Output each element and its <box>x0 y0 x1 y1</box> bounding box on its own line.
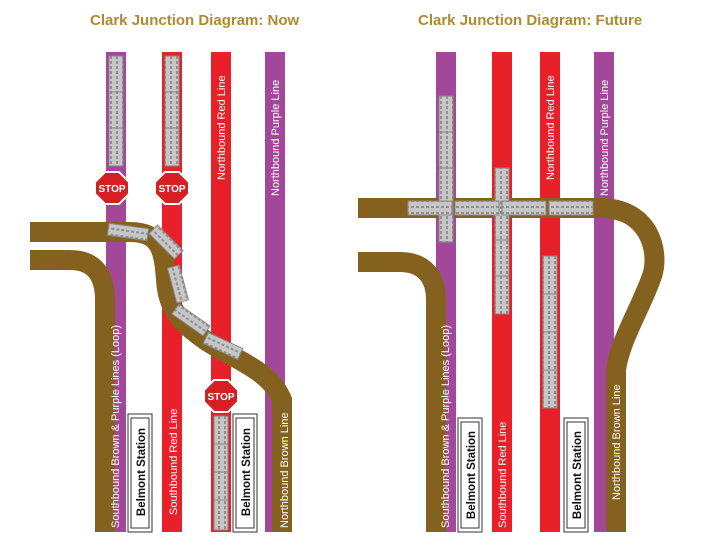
future-red-line-sb-lower <box>492 320 512 532</box>
now-junction-train <box>106 222 244 361</box>
now-brown-loop-track <box>30 250 115 532</box>
svg-text:Belmont Station: Belmont Station <box>241 428 253 516</box>
future-station-right: Belmont Station <box>563 417 589 533</box>
future-brown-flyover-track <box>358 198 665 532</box>
svg-text:STOP: STOP <box>207 392 234 403</box>
future-station-left: Belmont Station <box>457 417 483 533</box>
title-future: Clark Junction Diagram: Future <box>418 12 643 29</box>
svg-text:Belmont Station: Belmont Station <box>466 431 478 519</box>
diagram-future: Belmont Station Belmont Station Northbou… <box>358 52 665 533</box>
future-train-purple <box>438 95 454 243</box>
svg-text:Belmont Station: Belmont Station <box>572 431 584 519</box>
now-label-nb-brown: Northbound Brown Line <box>279 412 291 528</box>
future-label-nb-brown: Northbound Brown Line <box>611 384 623 500</box>
future-label-sb-brown-purple: Southbound Brown & Purple Lines (Loop) <box>440 325 452 528</box>
svg-text:Belmont Station: Belmont Station <box>136 428 148 516</box>
now-stop-sign-red-nb: STOP <box>203 379 239 413</box>
diagram-now: STOP STOP STOP Belmont Station Belmont S… <box>30 52 292 533</box>
now-label-nb-purple: Northbound Purple Line <box>270 80 282 196</box>
now-station-left: Belmont Station <box>127 413 153 533</box>
future-brown-loop-track <box>358 252 446 532</box>
now-train-red-sb <box>164 55 180 167</box>
now-stop-sign-purple: STOP <box>94 171 130 205</box>
now-stop-sign-red: STOP <box>154 171 190 205</box>
svg-text:STOP: STOP <box>158 184 185 195</box>
now-train-purple <box>108 55 124 167</box>
now-station-right: Belmont Station <box>232 413 258 533</box>
future-train-red-sb <box>494 167 510 315</box>
future-label-sb-red: Southbound Red Line <box>497 422 509 528</box>
future-flyover-train <box>407 200 594 216</box>
now-label-sb-brown-purple: Southbound Brown & Purple Lines (Loop) <box>110 325 122 528</box>
now-label-nb-red: Northbound Red Line <box>216 75 228 180</box>
title-now: Clark Junction Diagram: Now <box>90 12 300 29</box>
now-train-red-nb <box>213 415 229 531</box>
future-label-nb-purple: Northbound Purple Line <box>599 80 611 196</box>
svg-text:STOP: STOP <box>98 184 125 195</box>
future-label-nb-red: Northbound Red Line <box>545 75 557 180</box>
now-label-sb-red: Southbound Red Line <box>168 409 180 515</box>
